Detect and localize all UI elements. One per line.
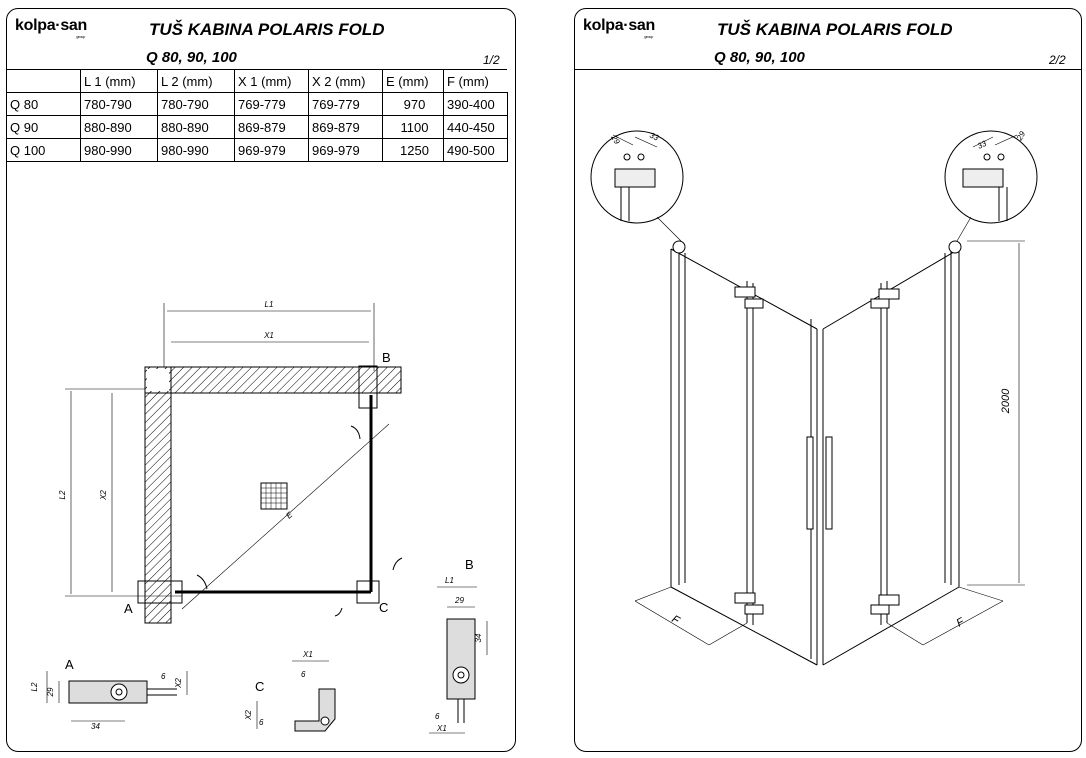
- e-label: E: [284, 510, 294, 521]
- dimensions-table: L 1 (mm) L 2 (mm) X 1 (mm) X 2 (mm) E (m…: [7, 69, 508, 162]
- detail-b-34: 34: [474, 633, 483, 642]
- left-top-mount-icon: [672, 240, 686, 254]
- e-diagonal-line: [181, 423, 390, 610]
- table-cell: 780-790: [157, 92, 235, 116]
- logo-subtext: group: [644, 34, 653, 39]
- hinge-icon: [734, 592, 756, 604]
- plan-marker-a: A: [124, 601, 133, 616]
- table-header-row: L 1 (mm) L 2 (mm) X 1 (mm) X 2 (mm) E (m…: [7, 69, 507, 93]
- hinge-icon: [744, 604, 764, 615]
- right-side-panel: [822, 248, 960, 666]
- f-left-dimension-line: [634, 600, 710, 646]
- detail-circle-left: 29 33: [590, 130, 684, 224]
- hinge-icon: [870, 298, 890, 309]
- table-cell: Q 90: [7, 115, 81, 139]
- document-subtitle: Q 80, 90, 100: [714, 49, 805, 66]
- detail-a-34: 34: [91, 722, 100, 731]
- l1-label: L1: [265, 300, 274, 309]
- table-cell: 869-879: [234, 115, 309, 139]
- detail-b: B L1 29 34 6 X1: [429, 557, 488, 734]
- logo-text: kolpa·san: [583, 17, 655, 34]
- x2-label: X2: [99, 490, 108, 501]
- hinge-icon: [878, 288, 900, 300]
- table-header-cell: E (mm): [382, 69, 444, 93]
- logo-text: kolpa·san: [15, 17, 87, 34]
- detail-b-label: B: [465, 557, 474, 572]
- detail-b-29: 29: [454, 596, 464, 605]
- table-row: Q 100 980-990 980-990 969-979 969-979 12…: [7, 138, 508, 162]
- x1-label: X1: [263, 331, 274, 340]
- detail-circle-right: 33 29: [944, 129, 1038, 224]
- top-wall: [144, 366, 402, 394]
- l2-label: L2: [58, 490, 67, 499]
- document-title: TUŠ KABINA POLARIS FOLD: [717, 20, 953, 39]
- f-right-dimension-line: [922, 600, 1004, 646]
- detail-c: C X1 6 X2 6: [244, 650, 336, 732]
- brand-logo: kolpa·san group: [583, 17, 655, 39]
- f-left-label: F: [670, 613, 683, 627]
- hinge-icon: [734, 286, 756, 298]
- detail-a-29: 29: [46, 687, 55, 697]
- sheet-page-2: kolpa·san group TUŠ KABINA POLARIS FOLD …: [574, 8, 1082, 752]
- door-handle-right-icon: [825, 436, 833, 530]
- table-cell: 440-450: [443, 115, 508, 139]
- table-cell: 969-979: [308, 138, 383, 162]
- table-cell: 1100: [382, 115, 444, 139]
- table-cell: 880-890: [157, 115, 235, 139]
- door-handle-left-icon: [806, 436, 814, 530]
- detail-a-l2: L2: [30, 682, 39, 691]
- detail-left-33: 33: [648, 131, 660, 143]
- cabin-perspective-drawing: 29 33 33 29: [590, 129, 1038, 666]
- document-subtitle: Q 80, 90, 100: [146, 49, 237, 66]
- detail-right-33: 33: [976, 139, 988, 151]
- drain-grate-icon: [260, 482, 288, 510]
- hinge-icon: [870, 604, 890, 615]
- detail-c-label: C: [255, 679, 264, 694]
- left-wall: [144, 366, 172, 624]
- detail-c-6a: 6: [301, 670, 306, 679]
- table-header-cell: [7, 69, 81, 93]
- left-side-panel: [670, 248, 818, 666]
- detail-a-x2: X2: [174, 678, 183, 689]
- table-header-cell: L 1 (mm): [80, 69, 158, 93]
- brand-logo: kolpa·san group: [15, 17, 87, 39]
- detail-c-6b: 6: [259, 718, 264, 727]
- right-top-mount-icon: [948, 240, 962, 254]
- hinge-icon: [744, 298, 764, 309]
- table-cell: 869-879: [308, 115, 383, 139]
- plan-marker-c: C: [379, 600, 388, 615]
- table-header-cell: X 2 (mm): [308, 69, 383, 93]
- detail-a-6: 6: [161, 672, 166, 681]
- page-number: 2/2: [1049, 53, 1066, 67]
- detail-a: A L2 29 6 X2 34: [30, 657, 188, 731]
- detail-a-label: A: [65, 657, 74, 672]
- table-cell: 980-990: [80, 138, 158, 162]
- f-right-label: F: [955, 615, 968, 629]
- detail-c-x1: X1: [302, 650, 313, 659]
- detail-c-x2: X2: [244, 710, 253, 721]
- table-cell: 1250: [382, 138, 444, 162]
- plan-marker-b: B: [382, 350, 391, 365]
- header-divider: [575, 69, 1081, 70]
- sheet-page-1: kolpa·san group TUŠ KABINA POLARIS FOLD …: [6, 8, 516, 752]
- table-cell: Q 100: [7, 138, 81, 162]
- floor-plan-drawing: L1 X1 L2 X2 E B A C A: [30, 300, 488, 734]
- table-row: Q 80 780-790 780-790 769-779 769-779 970…: [7, 92, 508, 116]
- table-header-cell: F (mm): [443, 69, 507, 93]
- table-cell: 969-979: [234, 138, 309, 162]
- detail-b-x1: X1: [436, 724, 447, 733]
- page-number: 1/2: [483, 53, 500, 67]
- logo-subtext: group: [76, 34, 85, 39]
- document-title: TUŠ KABINA POLARIS FOLD: [149, 20, 385, 39]
- table-cell: 769-779: [234, 92, 309, 116]
- table-cell: 780-790: [80, 92, 158, 116]
- table-header-cell: X 1 (mm): [234, 69, 309, 93]
- hinge-icon: [878, 594, 900, 606]
- detail-b-6: 6: [435, 712, 440, 721]
- detail-b-l1: L1: [445, 576, 454, 585]
- height-label: 2000: [1000, 388, 1012, 414]
- table-cell: 490-500: [443, 138, 508, 162]
